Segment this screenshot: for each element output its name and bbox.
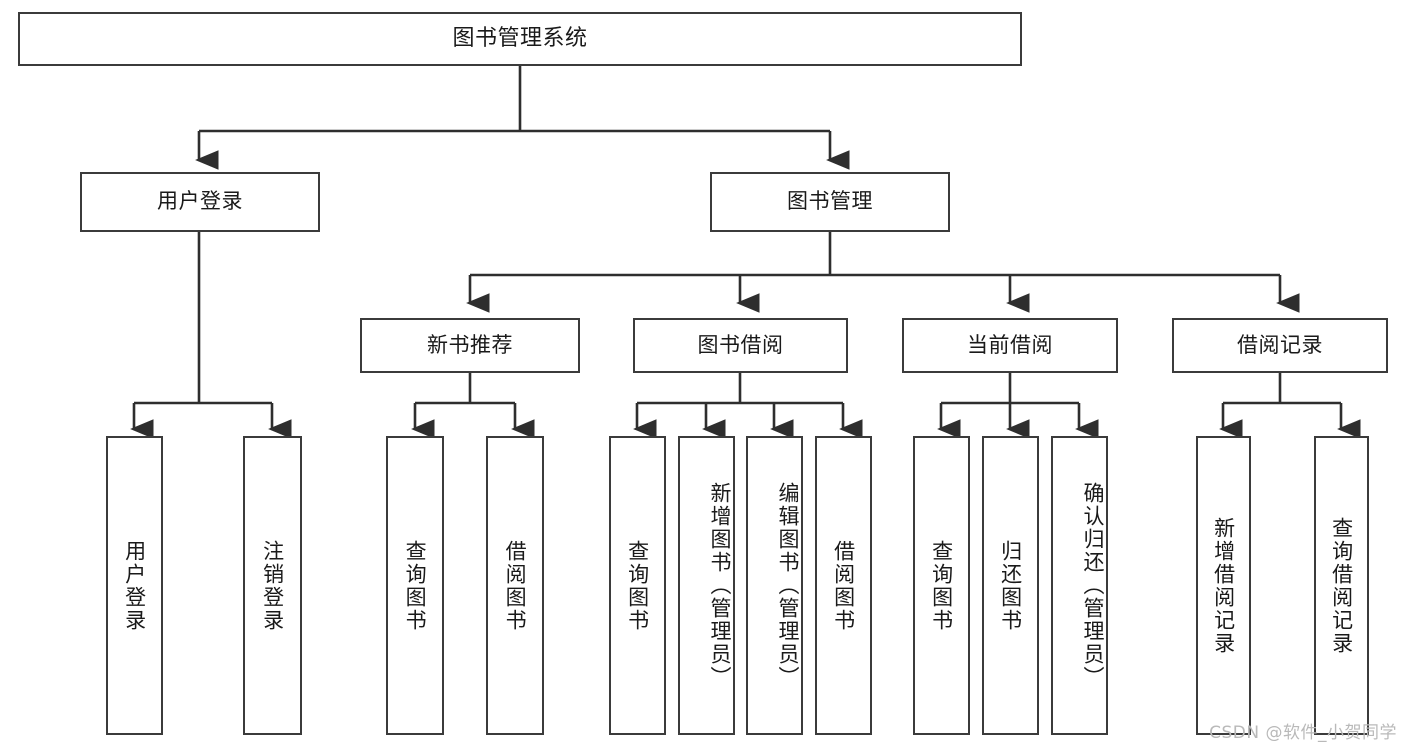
watermark-text: CSDN @软件_小贺同学 (1209, 723, 1397, 743)
leaf-user-login[interactable]: 用户登录 (106, 436, 163, 735)
leaf-recommend-borrow-book[interactable]: 借阅图书 (486, 436, 544, 735)
node-label: 注销登录 (260, 539, 285, 632)
node-label: 归还图书 (998, 539, 1023, 632)
node-label: 新书推荐 (427, 332, 513, 357)
node-label: 确认归还（管理员） (1081, 482, 1105, 689)
node-current-borrow[interactable]: 当前借阅 (902, 318, 1118, 373)
leaf-records-query-record[interactable]: 查询借阅记录 (1314, 436, 1369, 735)
node-book-borrow[interactable]: 图书借阅 (633, 318, 848, 373)
leaf-current-return-book[interactable]: 归还图书 (982, 436, 1039, 735)
node-book-management[interactable]: 图书管理 (710, 172, 950, 232)
node-label: 图书管理系统 (452, 25, 588, 51)
node-label: 查询图书 (625, 539, 650, 632)
node-label: 用户登录 (157, 189, 243, 214)
leaf-borrow-query-book[interactable]: 查询图书 (609, 436, 666, 735)
node-label: 借阅图书 (503, 539, 528, 632)
leaf-borrow-add-book-admin[interactable]: 新增图书（管理员） (678, 436, 735, 735)
node-label: 用户登录 (122, 539, 147, 632)
node-label: 编辑图书（管理员） (776, 482, 800, 689)
leaf-current-query-book[interactable]: 查询图书 (913, 436, 970, 735)
node-label: 借阅记录 (1237, 332, 1323, 357)
node-label: 新增借阅记录 (1211, 516, 1236, 655)
node-root-system[interactable]: 图书管理系统 (18, 12, 1022, 66)
leaf-user-logout[interactable]: 注销登录 (243, 436, 302, 735)
leaf-current-confirm-return-admin[interactable]: 确认归还（管理员） (1051, 436, 1108, 735)
node-label: 图书借阅 (697, 332, 784, 357)
node-borrow-records[interactable]: 借阅记录 (1172, 318, 1388, 373)
node-label: 借阅图书 (831, 539, 856, 632)
leaf-recommend-query-book[interactable]: 查询图书 (386, 436, 444, 735)
leaf-borrow-edit-book-admin[interactable]: 编辑图书（管理员） (746, 436, 803, 735)
node-label: 查询图书 (403, 539, 428, 632)
node-label: 新增图书（管理员） (708, 482, 732, 689)
node-label: 图书管理 (787, 189, 873, 214)
leaf-records-add-record[interactable]: 新增借阅记录 (1196, 436, 1251, 735)
node-new-book-recommend[interactable]: 新书推荐 (360, 318, 580, 373)
node-label: 查询图书 (929, 539, 954, 632)
leaf-borrow-borrow-book[interactable]: 借阅图书 (815, 436, 872, 735)
node-user-login[interactable]: 用户登录 (80, 172, 320, 232)
node-label: 查询借阅记录 (1329, 516, 1354, 655)
node-label: 当前借阅 (967, 332, 1053, 357)
